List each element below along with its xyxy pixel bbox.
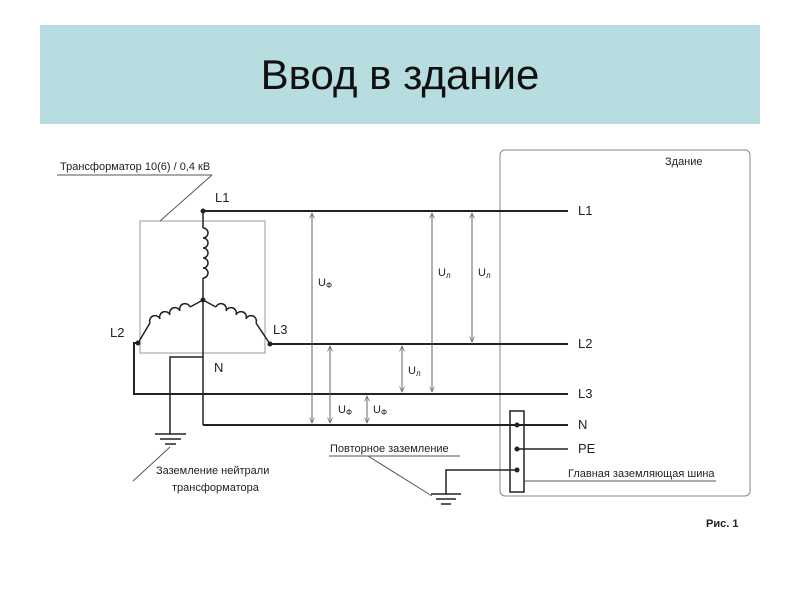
label-l2-right: L2 [578,336,592,351]
main-ground-bus [509,410,525,493]
neutral-ground [155,356,203,445]
bus-terminals [514,422,520,473]
repeat-ground-label: Повторное заземление [330,443,449,455]
label-uf-3: UФ [373,404,387,417]
main-bus-label: Главная заземляющая шина [568,468,715,480]
repeat-ground [431,469,463,505]
label-uf-1: UФ [318,277,332,290]
building-box [499,149,751,497]
label-n-left: N [214,360,223,375]
figure-label: Рис. 1 [706,518,738,530]
transformer-label-leader [159,174,213,222]
voltage-arrows [312,213,472,423]
label-n-right: N [578,417,587,432]
label-pe-right: PE [578,441,596,456]
label-l3-right: L3 [578,386,592,401]
label-l1-right: L1 [578,203,592,218]
neutral-ground-label-1: Заземление нейтрали [156,465,269,477]
repeat-ground-leader [367,455,433,497]
junction-nodes [135,208,273,347]
transformer-windings [137,211,271,425]
label-ul-1: Uл [438,267,451,280]
label-ul-2: Uл [478,267,491,280]
transformer-label: Трансформатор 10(6) / 0,4 кВ [60,161,210,173]
neutral-ground-label-2: трансформатора [172,482,260,494]
label-uf-2: UФ [338,404,352,417]
label-l2-left: L2 [110,325,124,340]
slide-title: Ввод в здание [260,50,540,98]
title-band: Ввод в здание [40,25,760,124]
conductor-l3 [133,342,568,395]
label-l1-left: L1 [215,190,229,205]
label-l3-left: L3 [273,322,287,337]
neutral-ground-leader [132,446,171,482]
building-label: Здание [665,156,703,168]
label-ul-3: Uл [408,365,421,378]
